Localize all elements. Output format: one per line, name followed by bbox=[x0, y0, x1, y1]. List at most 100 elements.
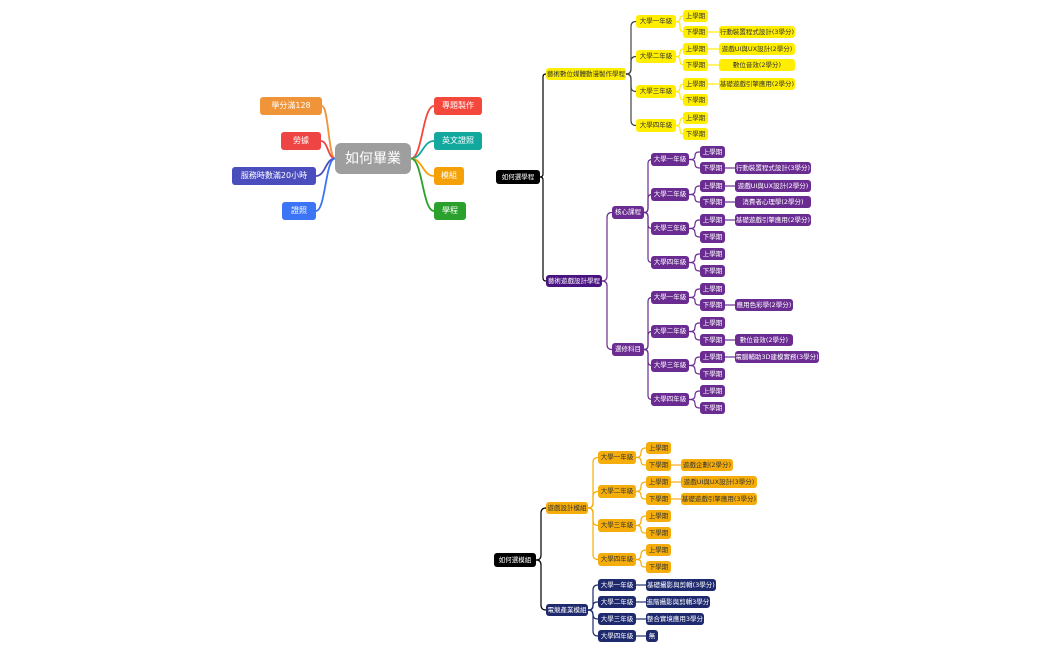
semester-node-second[interactable]: 下學期 bbox=[700, 162, 725, 174]
semester-node-second[interactable]: 下學期 bbox=[700, 265, 725, 277]
semester-node-second[interactable]: 下學期 bbox=[683, 59, 708, 71]
connector bbox=[689, 193, 700, 203]
year-node[interactable]: 大學三年級 bbox=[651, 359, 689, 372]
semester-node-second[interactable]: 下學期 bbox=[646, 493, 671, 505]
semester-node-second[interactable]: 下學期 bbox=[700, 334, 725, 346]
year-node[interactable]: 大學三年級 bbox=[598, 613, 636, 625]
semester-node-first[interactable]: 上學期 bbox=[683, 10, 708, 22]
branch-game-design-program[interactable]: 藝術遊戲設計學程 bbox=[546, 275, 602, 287]
semester-node-second[interactable]: 下學期 bbox=[683, 94, 708, 106]
course-node[interactable]: 數位音效(2學分) bbox=[735, 334, 793, 346]
year-node[interactable]: 大學二年級 bbox=[636, 50, 676, 63]
connector bbox=[675, 124, 685, 135]
year-node[interactable]: 大學四年級 bbox=[598, 630, 636, 642]
semester-node-first[interactable]: 上學期 bbox=[700, 317, 725, 329]
semester-node-second[interactable]: 下學期 bbox=[700, 231, 725, 243]
year-node[interactable]: 大學一年級 bbox=[598, 579, 636, 591]
year-node[interactable]: 大學四年級 bbox=[651, 393, 689, 406]
connector bbox=[689, 158, 700, 169]
semester-node-first[interactable]: 上學期 bbox=[700, 248, 725, 260]
connector bbox=[636, 447, 646, 459]
semester-node-first[interactable]: 上學期 bbox=[646, 442, 671, 454]
year-node[interactable]: 大學一年級 bbox=[651, 291, 689, 304]
course-node[interactable]: 電腦輔助3D建模實務(3學分) bbox=[735, 351, 819, 363]
connector bbox=[636, 524, 646, 534]
semester-node-second[interactable]: 下學期 bbox=[646, 527, 671, 539]
semester-node-first[interactable]: 上學期 bbox=[700, 385, 725, 397]
year-node[interactable]: 大學一年級 bbox=[651, 153, 689, 166]
connector bbox=[643, 193, 653, 214]
main-topic-right-4[interactable]: 學程 bbox=[434, 202, 466, 220]
course-node[interactable]: 遊戲企劃(2學分) bbox=[681, 459, 733, 471]
semester-node-first[interactable]: 上學期 bbox=[646, 510, 671, 522]
year-node[interactable]: 大學三年級 bbox=[636, 85, 676, 98]
year-node[interactable]: 大學三年級 bbox=[651, 222, 689, 235]
central-topic[interactable]: 如何畢業 bbox=[335, 143, 411, 174]
course-node[interactable]: 行動裝置程式設計(3學分) bbox=[719, 26, 795, 38]
main-topic-right-1[interactable]: 專題製作 bbox=[434, 97, 482, 115]
main-topic-left-2[interactable]: 勞據 bbox=[281, 132, 321, 150]
elective-courses-node[interactable]: 選修科目 bbox=[612, 343, 644, 356]
semester-node-second[interactable]: 下學期 bbox=[683, 26, 708, 38]
course-node[interactable]: 基礎攝影與剪輯(3學分) bbox=[646, 579, 716, 591]
branch-digital-media-program[interactable]: 藝術數位媒體動漫製作學程 bbox=[546, 68, 626, 80]
year-node[interactable]: 大學二年級 bbox=[651, 188, 689, 201]
course-node[interactable]: 遊戲UI與UX設計(2學分) bbox=[719, 43, 795, 55]
semester-node-first[interactable]: 上學期 bbox=[700, 351, 725, 363]
main-topic-right-2[interactable]: 英文證照 bbox=[434, 132, 482, 150]
semester-node-first[interactable]: 上學期 bbox=[646, 544, 671, 556]
connector bbox=[689, 261, 700, 272]
semester-node-first[interactable]: 上學期 bbox=[683, 43, 708, 55]
course-node[interactable]: 消費者心理學(2學分) bbox=[735, 196, 811, 208]
course-node[interactable]: 基礎遊戲引擎應用(2學分) bbox=[719, 78, 795, 90]
semester-node-second[interactable]: 下學期 bbox=[700, 196, 725, 208]
connector bbox=[535, 507, 547, 561]
branch-curve bbox=[410, 157, 435, 212]
year-node[interactable]: 大學二年級 bbox=[598, 485, 636, 498]
connector bbox=[675, 90, 685, 101]
semester-node-second[interactable]: 下學期 bbox=[646, 459, 671, 471]
year-node[interactable]: 大學四年級 bbox=[651, 256, 689, 269]
main-topic-left-3[interactable]: 服務時數滿20小時 bbox=[232, 167, 316, 185]
main-topic-left-1[interactable]: 學分滿128 bbox=[260, 97, 322, 115]
year-node[interactable]: 大學三年級 bbox=[598, 519, 636, 532]
main-topic-left-4[interactable]: 證照 bbox=[282, 202, 316, 220]
course-node[interactable]: 應用色彩學(2學分) bbox=[735, 299, 793, 311]
course-node[interactable]: 基礎遊戲引擎應用(2學分) bbox=[735, 214, 811, 226]
semester-node-first[interactable]: 上學期 bbox=[700, 180, 725, 192]
year-node[interactable]: 大學四年級 bbox=[636, 119, 676, 132]
semester-node-first[interactable]: 上學期 bbox=[700, 214, 725, 226]
year-node[interactable]: 大學二年級 bbox=[598, 596, 636, 608]
course-node[interactable]: 遊戲UI與UX設計(3學分) bbox=[681, 476, 757, 488]
course-node[interactable]: 遊戲UI與UX設計(2學分) bbox=[735, 180, 811, 192]
semester-node-second[interactable]: 下學期 bbox=[700, 402, 725, 414]
main-topic-right-3[interactable]: 模組 bbox=[434, 167, 464, 185]
course-node[interactable]: 行動裝置程式設計(3學分) bbox=[735, 162, 811, 174]
semester-node-second[interactable]: 下學期 bbox=[700, 368, 725, 380]
semester-node-first[interactable]: 上學期 bbox=[700, 146, 725, 158]
course-node[interactable]: 基礎遊戲引擎應用(3學分) bbox=[681, 493, 757, 505]
semester-node-first[interactable]: 上學期 bbox=[683, 112, 708, 124]
semester-node-first[interactable]: 上學期 bbox=[700, 283, 725, 295]
semester-node-first[interactable]: 上學期 bbox=[683, 78, 708, 90]
connector bbox=[636, 558, 646, 568]
course-node[interactable]: 進階攝影與剪輯3學分 bbox=[646, 596, 710, 608]
course-node[interactable]: 無 bbox=[646, 630, 658, 642]
core-courses-node[interactable]: 核心課程 bbox=[612, 206, 644, 219]
connector bbox=[636, 481, 646, 493]
connector bbox=[689, 364, 700, 375]
semester-node-second[interactable]: 下學期 bbox=[700, 299, 725, 311]
year-node[interactable]: 大學四年級 bbox=[598, 553, 636, 566]
year-node[interactable]: 大學一年級 bbox=[598, 451, 636, 464]
root-select-program[interactable]: 如何選學程 bbox=[496, 170, 540, 184]
semester-node-second[interactable]: 下學期 bbox=[683, 128, 708, 140]
course-node[interactable]: 整合實境應用3學分 bbox=[646, 613, 704, 625]
year-node[interactable]: 大學二年級 bbox=[651, 325, 689, 338]
root-select-module[interactable]: 如何選模組 bbox=[494, 553, 536, 567]
branch-esports-module[interactable]: 電競產業模組 bbox=[546, 604, 588, 616]
semester-node-second[interactable]: 下學期 bbox=[646, 561, 671, 573]
branch-game-design-module[interactable]: 遊戲設計模組 bbox=[546, 502, 588, 514]
course-node[interactable]: 數位音效(2學分) bbox=[719, 59, 795, 71]
semester-node-first[interactable]: 上學期 bbox=[646, 476, 671, 488]
year-node[interactable]: 大學一年級 bbox=[636, 15, 676, 28]
